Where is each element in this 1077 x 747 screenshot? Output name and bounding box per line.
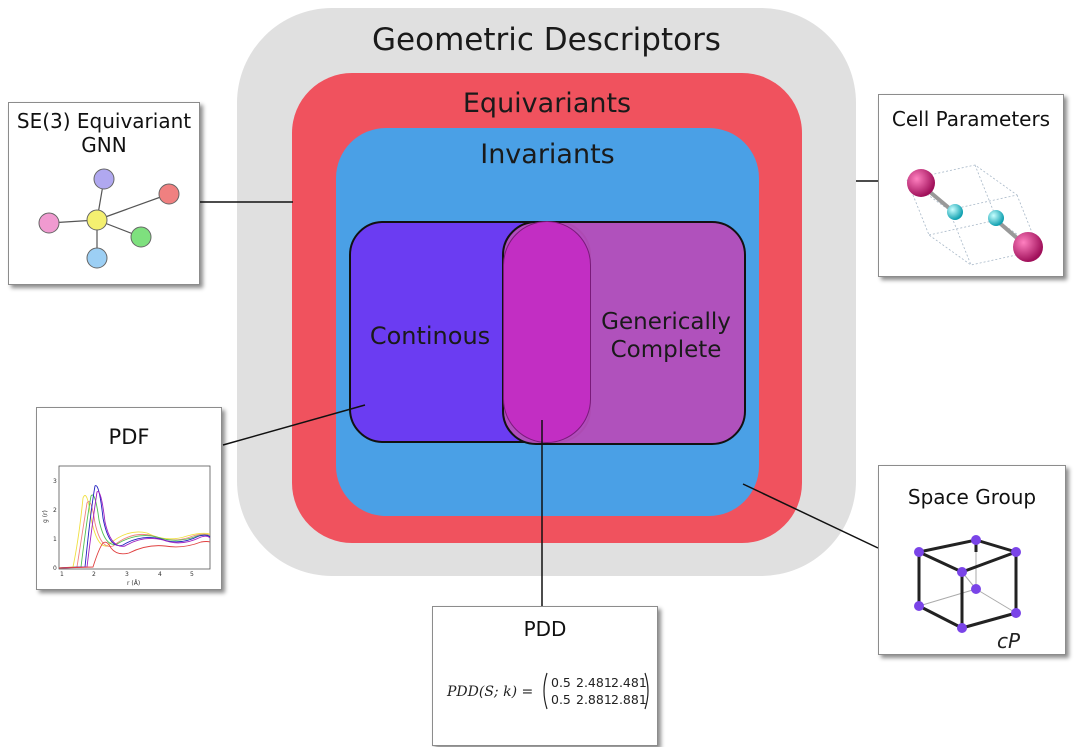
invariants-label: Invariants [480, 139, 615, 170]
geometric-descriptors-label: Geometric Descriptors [372, 22, 721, 58]
pdd-card: PDD PDD(S; k) = 0.5 2.481 2.481 0.5 2.88… [432, 606, 658, 746]
pdf-y-tick: 2 [53, 507, 57, 514]
matrix-cell: 2.881 [611, 692, 647, 707]
pdd-title: PDD [523, 617, 567, 641]
pdf-x-tick: 2 [92, 571, 96, 578]
generically-complete-label-line2: Complete [610, 337, 722, 363]
continuous-label: Continous [369, 322, 491, 350]
lattice-label: cP [997, 629, 1021, 653]
pdd-formula-lhs: PDD(S; k) = [446, 684, 533, 700]
matrix-cell: 2.481 [611, 675, 647, 690]
se3-gnn-title-line1: SE(3) Equivariant [16, 109, 192, 133]
overlap-region [503, 221, 591, 443]
pdf-x-tick: 3 [125, 571, 129, 578]
matrix-cell: 0.5 [551, 675, 571, 690]
cell-parameters-card: Cell Parameters [878, 94, 1064, 277]
graph-network-icon [38, 168, 180, 269]
pdf-x-axis-label: r (Å) [127, 580, 140, 587]
pdf-title: PDF [108, 425, 150, 449]
pdf-plot-icon: g (r) r (Å) 1 2 3 4 5 0 1 2 3 [42, 465, 211, 587]
pdf-x-tick: 5 [190, 571, 194, 578]
generically-complete-label-line1: Generically [601, 309, 731, 335]
pdf-y-tick: 3 [53, 478, 57, 485]
pdf-y-axis-label: g (r) [42, 510, 49, 523]
pdf-y-tick: 0 [53, 565, 57, 572]
se3-gnn-title-line2: GNN [81, 133, 127, 157]
matrix-cell: 0.5 [551, 692, 571, 707]
pdf-card: PDF g (r) r (Å) 1 2 3 4 5 0 1 2 3 [36, 407, 222, 590]
matrix-cell: 2.481 [576, 675, 612, 690]
matrix-cell: 2.881 [576, 692, 612, 707]
equivariants-label: Equivariants [462, 88, 632, 119]
pdf-y-tick: 1 [53, 536, 57, 543]
pdf-x-tick: 1 [60, 571, 64, 578]
cell-parameters-title: Cell Parameters [891, 107, 1051, 131]
se3-gnn-card: SE(3) Equivariant GNN [8, 102, 200, 285]
pdf-x-tick: 4 [158, 571, 162, 578]
molecule-cell-icon [906, 164, 1043, 266]
space-group-title: Space Group [907, 485, 1037, 509]
pdd-formula: PDD(S; k) = 0.5 2.481 2.481 0.5 2.881 2.… [446, 672, 649, 710]
space-group-card: Space Group cP [878, 465, 1066, 655]
cubic-lattice-icon: cP [914, 535, 1021, 653]
